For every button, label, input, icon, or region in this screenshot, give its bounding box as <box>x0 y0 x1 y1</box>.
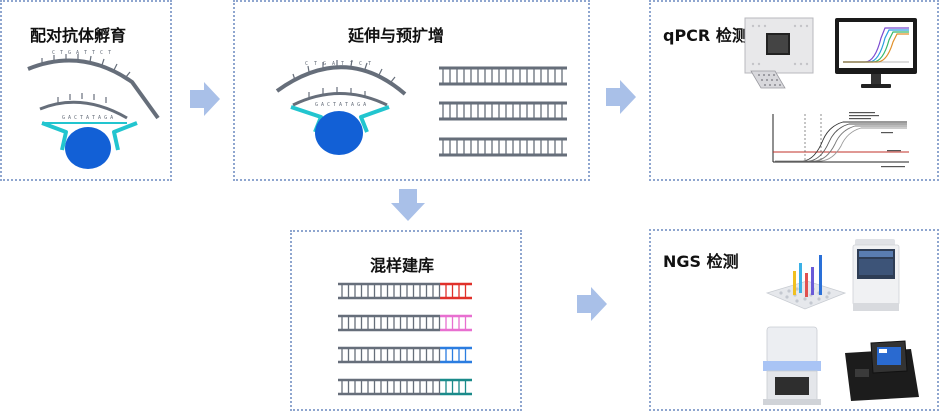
step-library-title: 混样建库 <box>370 256 435 275</box>
sequencer-icon <box>852 239 900 311</box>
dna-duplex-icon <box>338 282 472 396</box>
step-library-panel: 混样建库 <box>290 230 522 411</box>
flow-arrow-icon <box>577 287 607 321</box>
step-extension-panel: 延伸与预扩增 CTGATTCT GACTATAGA <box>233 0 590 181</box>
monitor-icon <box>835 18 917 88</box>
flow-arrow-icon <box>391 189 425 221</box>
step-qpcr-panel: qPCR 检测 <box>649 0 939 181</box>
step-qpcr-title: qPCR 检测 <box>663 26 748 45</box>
pcr-plate-icon <box>744 17 814 89</box>
antibody-pair-icon: CTGATTCT GACTATAGA <box>275 59 407 155</box>
sequencer-icon <box>845 340 919 401</box>
dna-duplex-icon <box>439 66 567 157</box>
flow-arrow-icon <box>606 80 636 114</box>
antibody-pair-icon: CTGATTCT GACTATAGA <box>27 50 160 169</box>
step-ngs-title: NGS 检测 <box>663 252 739 271</box>
step-extension-title: 延伸与预扩增 <box>348 26 445 45</box>
step-ngs-panel: NGS 检测 <box>649 229 939 411</box>
amplification-curve-icon <box>772 112 909 168</box>
oligo-letters-upper: CTGATTCT <box>305 61 377 67</box>
flow-arrow-icon <box>190 82 220 116</box>
ngs-chip-icon <box>765 255 847 310</box>
sequencer-icon <box>763 326 821 405</box>
oligo-letters-lower: GACTATAGA <box>315 102 369 108</box>
oligo-letters-lower: GACTATAGA <box>62 115 116 121</box>
step-antibody-incubation-title: 配对抗体孵育 <box>30 26 127 45</box>
oligo-letters-upper: CTGATTCT <box>52 50 116 56</box>
step-antibody-incubation-panel: 配对抗体孵育 CTGATTCT GACTATAGA <box>0 0 172 181</box>
